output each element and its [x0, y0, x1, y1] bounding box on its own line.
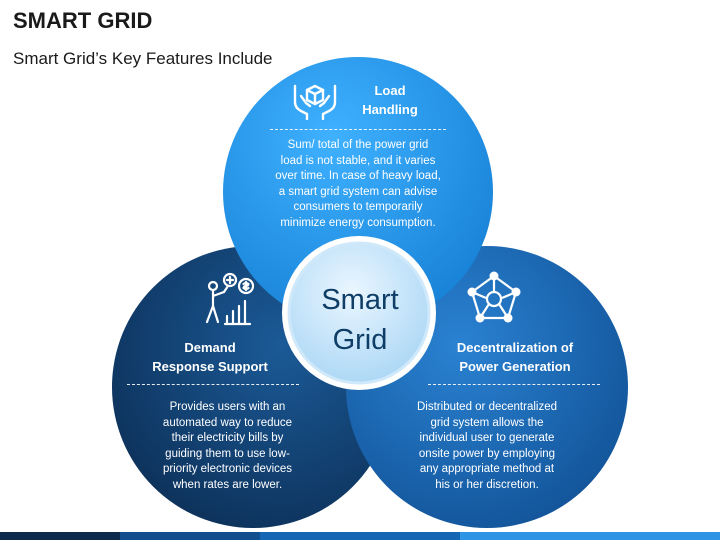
- load-handling-text-line: load is not stable, and it varies: [280, 154, 436, 167]
- load-handling-text-line: Sum/ total of the power grid: [287, 139, 429, 151]
- load-handling-text-line: consumers to temporarily: [293, 201, 423, 213]
- load-handling-text-line: a smart grid system can advise: [278, 185, 438, 198]
- load-handling-divider: [270, 129, 446, 130]
- load-handling-description: Sum/ total of the power grid load is not…: [248, 138, 468, 231]
- decentralization-description: Distributed or decentralized grid system…: [392, 400, 582, 493]
- load-handling-heading-line2: Handling: [362, 102, 418, 117]
- decentralization-text-line: individual user to generate: [419, 432, 555, 444]
- demand-response-text-line: guiding them to use low-: [165, 447, 290, 460]
- load-handling-text-line: over time. In case of heavy load,: [275, 170, 441, 182]
- decentralization-text-line: his or her discretion.: [435, 478, 539, 491]
- bottom-accent-bar: [0, 532, 720, 540]
- demand-response-description: Provides users with an automated way to …: [135, 400, 320, 493]
- center-label-line2: Grid: [332, 324, 388, 356]
- demand-response-divider: [127, 384, 299, 385]
- demand-response-heading-line1: Demand: [184, 340, 236, 355]
- demand-response-text-line: Provides users with an: [169, 401, 286, 413]
- decentralization-divider: [428, 384, 600, 385]
- center-label: Smart Grid: [296, 280, 424, 360]
- page-subtitle: Smart Grid’s Key Features Include: [13, 49, 273, 68]
- decentralization-text-line: onsite power by employing: [418, 447, 556, 460]
- page-title: SMART GRID: [13, 8, 153, 33]
- decentralization-heading-line1: Decentralization of: [456, 340, 574, 355]
- demand-response-heading-line2: Response Support: [152, 359, 268, 374]
- decentralization-text-line: grid system allows the: [430, 416, 544, 429]
- network-pentagon-icon: [467, 271, 521, 323]
- decentralization-text-line: any appropriate method at: [419, 463, 555, 475]
- demand-response-text-line: when rates are lower.: [172, 478, 283, 491]
- demand-response-text-line: their electricity bills by: [171, 432, 284, 444]
- top-circle: [223, 57, 493, 327]
- decentralization-heading: Decentralization of Power Generation: [430, 338, 600, 376]
- demand-response-text-line: priority electronic devices: [162, 463, 293, 475]
- bottom-accent-segment: [0, 532, 120, 540]
- demand-response-heading: Demand Response Support: [130, 338, 290, 376]
- demand-response-text-line: automated way to reduce: [162, 416, 293, 429]
- load-handling-heading: Load Handling: [340, 81, 440, 119]
- decentralization-heading-line2: Power Generation: [459, 359, 571, 374]
- decentralization-text-line: Distributed or decentralized: [417, 401, 557, 413]
- center-label-line1: Smart: [321, 284, 399, 316]
- bottom-accent-segment: [260, 532, 460, 540]
- bottom-accent-segment: [460, 532, 720, 540]
- load-handling-heading-line1: Load: [374, 83, 406, 98]
- demand-chart-icon: [205, 272, 255, 326]
- bottom-accent-segment: [120, 532, 260, 540]
- center-circle: [287, 241, 431, 385]
- load-handling-text-line: minimize energy consumption.: [280, 216, 436, 229]
- hands-box-icon: [293, 84, 337, 120]
